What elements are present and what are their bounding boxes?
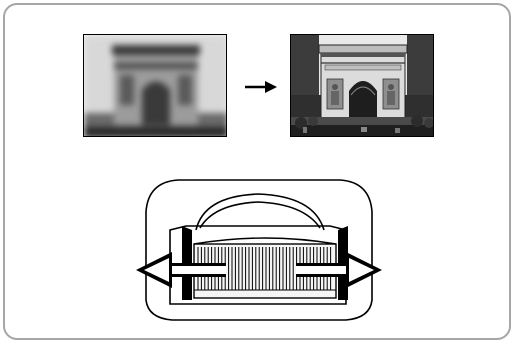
blurred-photo <box>83 34 227 137</box>
arc-de-triomphe-focused-image <box>291 35 433 136</box>
right-arrow-icon <box>245 81 277 93</box>
lens-housing <box>145 179 373 321</box>
right-arrow-icon <box>296 252 382 288</box>
focused-photo <box>290 34 434 137</box>
arc-de-triomphe-blurred-image <box>84 35 226 136</box>
left-arrow-icon <box>136 252 226 288</box>
